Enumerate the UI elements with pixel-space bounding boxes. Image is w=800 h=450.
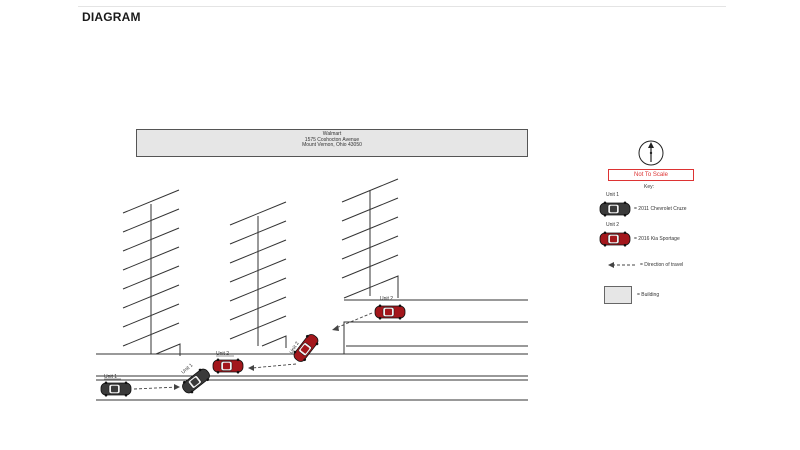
legend-building-swatch [604, 286, 632, 304]
legend-unit1-desc: = 2011 Chevrolet Cruze [634, 206, 687, 212]
legend-building-desc: = Building [637, 292, 660, 298]
unit2-car-icon [374, 304, 406, 320]
parking-row-2 [229, 201, 287, 348]
building-city: Mount Vernon, Ohio 43050 [302, 142, 362, 149]
walmart-building: Walmart 1575 Coshocton Avenue Mount Vern… [136, 129, 528, 157]
north-arrow-icon [638, 140, 664, 166]
legend-unit1-car-icon [599, 201, 631, 217]
legend-unit2-desc: = 2016 Kia Sportage [634, 236, 680, 242]
travel-path [133, 312, 373, 390]
legend-unit2-car-icon [599, 231, 631, 247]
legend-direction-arrow-icon [608, 262, 637, 268]
unit2-label: Unit 2 [380, 296, 393, 302]
unit2-impact-label: Unit 2 [216, 351, 229, 357]
parking-row-1 [122, 189, 181, 356]
legend-unit2-tag: Unit 2 [606, 222, 620, 228]
legend-key-title: Key: [644, 184, 655, 190]
roadway [96, 299, 528, 401]
building-street: 1575 Coshocton Avenue [304, 136, 360, 143]
unit1-label: Unit 1 [104, 374, 117, 380]
legend-unit1-tag: Unit 1 [606, 192, 620, 198]
page-title: DIAGRAM [82, 10, 141, 24]
building-name: Walmart [322, 131, 342, 137]
unit1-car-icon [100, 381, 132, 397]
header-rule [78, 6, 726, 7]
unit1-impact-label: Unit 1 [180, 362, 194, 375]
unit2-impact-car-icon [212, 358, 244, 374]
legend-direction-desc: = Direction of travel [640, 262, 684, 268]
not-to-scale-label: Not To Scale [608, 169, 694, 181]
direction-arrow-icon [174, 325, 339, 390]
parking-row-3 [341, 178, 399, 299]
